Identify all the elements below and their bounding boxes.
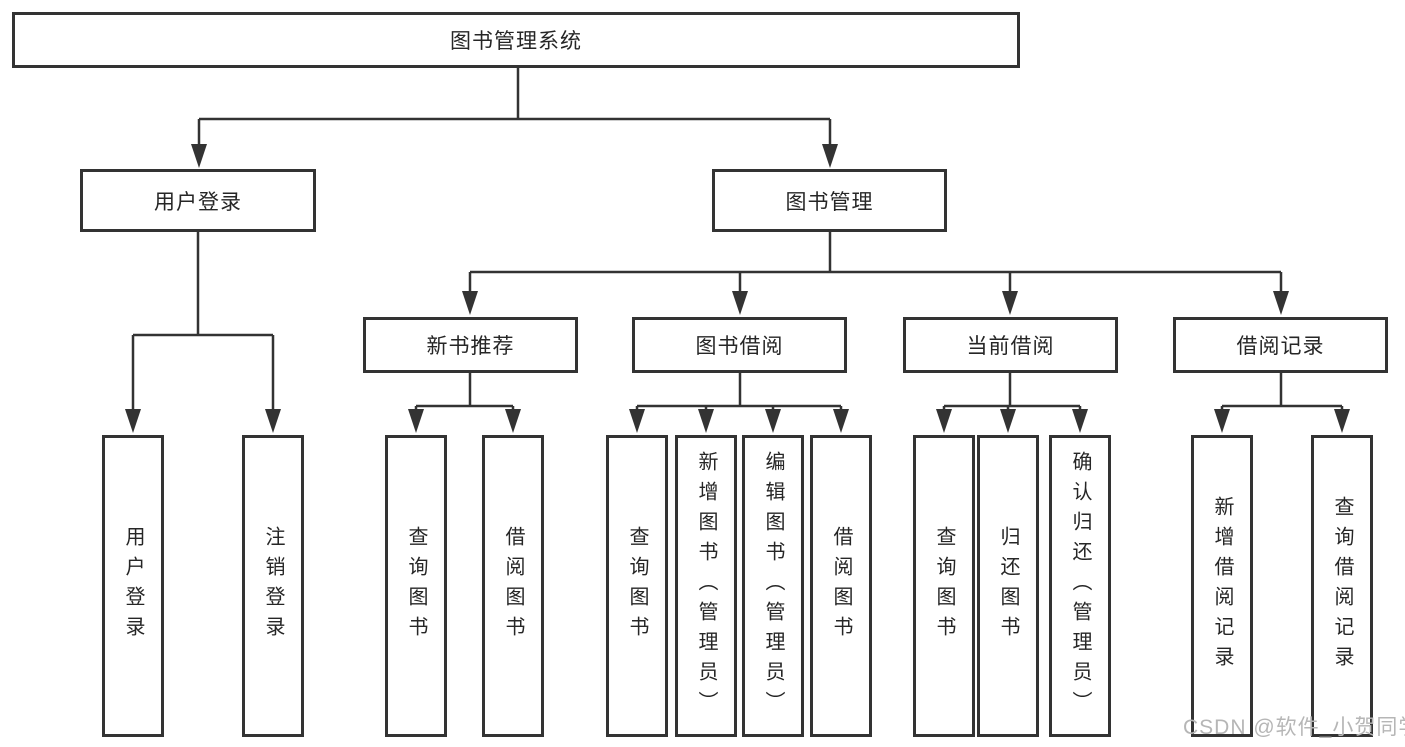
csdn-watermark: CSDN @软件_小贺同学 [1183,716,1405,739]
arrowhead-icons [125,144,1350,433]
leaf-user-login-label: 用户登录 [122,526,144,646]
leaf-return-books: 归还图书 [977,435,1039,737]
leaf-query-books-borrowing-label: 查询图书 [626,526,648,646]
leaf-add-book-admin-label: 新增图书（管理员） [695,451,717,721]
leaf-return-books-label: 归还图书 [997,526,1019,646]
leaf-logout: 注销登录 [242,435,304,737]
leaf-edit-book-admin-label: 编辑图书（管理员） [762,451,784,721]
leaf-borrow-books-recommend-label: 借阅图书 [502,526,524,646]
leaf-add-book-admin: 新增图书（管理员） [675,435,737,737]
node-borrowing-records: 借阅记录 [1173,317,1388,373]
leaf-user-login: 用户登录 [102,435,164,737]
leaf-query-books-current: 查询图书 [913,435,975,737]
leaf-confirm-return-admin: 确认归还（管理员） [1049,435,1111,737]
leaf-query-borrow-record-label: 查询借阅记录 [1331,496,1353,676]
leaf-edit-book-admin: 编辑图书（管理员） [742,435,804,737]
node-book-borrowing-label: 图书借阅 [695,335,784,358]
node-book-management-label: 图书管理 [785,190,874,214]
root-node-library-management-system: 图书管理系统 [12,12,1020,68]
leaf-query-books-current-label: 查询图书 [933,526,955,646]
leaf-borrow-books-borrowing-label: 借阅图书 [830,526,852,646]
leaf-confirm-return-admin-label: 确认归还（管理员） [1069,451,1091,721]
leaf-borrow-books-borrowing: 借阅图书 [810,435,872,737]
node-borrowing-records-label: 借阅记录 [1236,335,1325,358]
leaf-query-books-recommend: 查询图书 [385,435,447,737]
leaf-query-books-borrowing: 查询图书 [606,435,668,737]
node-new-book-recommendation-label: 新书推荐 [426,335,515,358]
leaf-borrow-books-recommend: 借阅图书 [482,435,544,737]
leaf-add-borrow-record-label: 新增借阅记录 [1211,496,1233,676]
node-book-borrowing: 图书借阅 [632,317,847,373]
node-user-login: 用户登录 [80,169,316,232]
leaf-query-books-recommend-label: 查询图书 [405,526,427,646]
leaf-query-borrow-record: 查询借阅记录 [1311,435,1373,737]
leaf-add-borrow-record: 新增借阅记录 [1191,435,1253,737]
node-current-borrowing-label: 当前借阅 [966,335,1055,358]
node-new-book-recommendation: 新书推荐 [363,317,578,373]
leaf-logout-label: 注销登录 [262,526,284,646]
node-book-management: 图书管理 [712,169,947,232]
node-current-borrowing: 当前借阅 [903,317,1118,373]
node-user-login-label: 用户登录 [154,190,242,214]
root-node-label: 图书管理系统 [450,30,582,53]
